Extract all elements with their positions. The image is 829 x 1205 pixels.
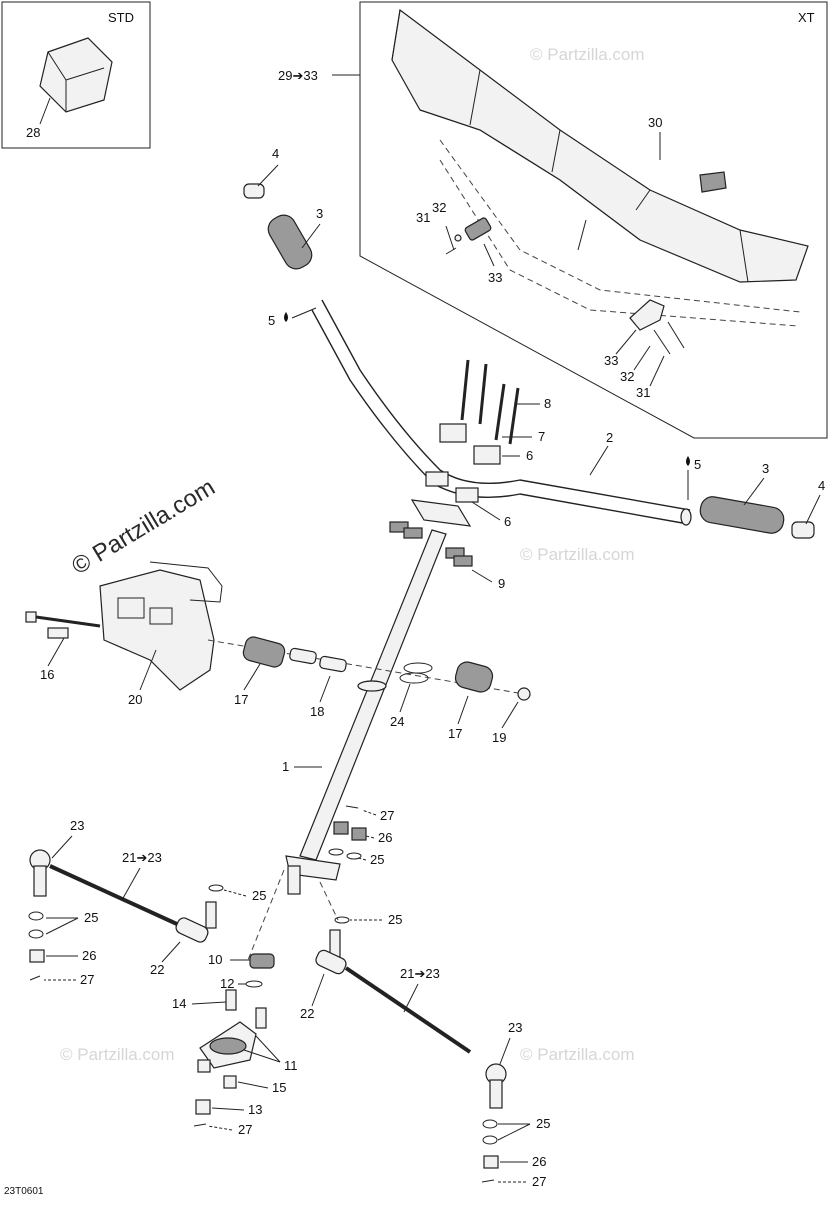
callout-14: 14 [172, 996, 186, 1011]
steering-column: 1 [282, 529, 447, 895]
lower-bearing-assembly: 10 12 14 11 15 13 27 [172, 869, 298, 1137]
left-grip-assembly: 4 3 5 [243, 146, 323, 328]
callout-18: 18 [310, 704, 324, 719]
tie-rod-left: 23 21➔23 25 25 26 27 22 [28, 818, 266, 987]
xt-spacer [445, 217, 492, 255]
callout-25: 25 [252, 888, 266, 903]
callout-1: 1 [282, 759, 289, 774]
callout-27: 27 [380, 808, 394, 823]
callout-26: 26 [82, 948, 96, 963]
callout-32: 32 [620, 369, 634, 384]
callout-28: 28 [26, 125, 40, 140]
watermark-faint: © Partzilla.com [60, 1045, 175, 1064]
callout-11: 11 [284, 1058, 298, 1073]
callout-25: 25 [370, 852, 384, 867]
callout-23: 23 [508, 1020, 522, 1035]
pivot-assembly: 17 18 24 17 19 [207, 636, 531, 745]
callout-25: 25 [388, 912, 402, 927]
handlebar-clamp-assembly: 8 7 6 6 9 [389, 359, 551, 591]
end-cap-right [791, 521, 815, 539]
callout-3: 3 [762, 461, 769, 476]
handlebar: 2 [311, 299, 692, 526]
callout-2: 2 [606, 430, 613, 445]
column-hardware: 27 26 25 [328, 805, 394, 867]
xt-label: XT [798, 10, 815, 25]
callout-32: 32 [432, 200, 446, 215]
callout-3: 3 [316, 206, 323, 221]
callout-23: 23 [70, 818, 84, 833]
callout-22: 22 [300, 1006, 314, 1021]
callout-22: 22 [150, 962, 164, 977]
callout-16: 16 [40, 667, 54, 682]
callout-17: 17 [448, 726, 462, 741]
callout-33: 33 [488, 270, 502, 285]
xt-inset: XT 29➔33 30 32 31 33 33 [278, 1, 828, 439]
callout-12: 12 [220, 976, 234, 991]
callout-6: 6 [504, 514, 511, 529]
callout-21-23: 21➔23 [122, 850, 162, 865]
callout-24: 24 [390, 714, 404, 729]
callout-27: 27 [80, 972, 94, 987]
callout-29-33: 29➔33 [278, 68, 318, 83]
xt-clamp [629, 299, 685, 355]
callout-26: 26 [532, 1154, 546, 1169]
watermark-main: © Partzilla.com [67, 474, 220, 580]
callout-21-23: 21➔23 [400, 966, 440, 981]
callout-19: 19 [492, 730, 506, 745]
callout-5: 5 [268, 313, 275, 328]
clamp-plate [410, 499, 472, 527]
support-bracket: 20 [99, 561, 223, 707]
tie-rod-right: 25 21➔23 22 23 25 26 27 [300, 881, 550, 1189]
handlebar-pad-std [39, 37, 113, 113]
callout-17: 17 [234, 692, 248, 707]
right-grip-assembly: 3 4 5 [686, 456, 825, 539]
watermark-faint: © Partzilla.com [520, 545, 635, 564]
bolt-16: 16 [25, 611, 101, 682]
callout-5: 5 [694, 457, 701, 472]
callout-8: 8 [544, 396, 551, 411]
callout-20: 20 [128, 692, 142, 707]
grip-left [267, 214, 313, 270]
callout-26: 26 [378, 830, 392, 845]
callout-31: 31 [416, 210, 430, 225]
callout-33: 33 [604, 353, 618, 368]
handlebar-pad-xt [391, 8, 809, 283]
std-inset: STD 28 [1, 1, 151, 149]
end-cap-left [243, 183, 265, 199]
watermark-faint: © Partzilla.com [530, 45, 645, 64]
callout-15: 15 [272, 1080, 286, 1095]
callout-13: 13 [248, 1102, 262, 1117]
callout-27: 27 [532, 1174, 546, 1189]
callout-10: 10 [208, 952, 222, 967]
grip-right [699, 496, 785, 534]
callout-25: 25 [84, 910, 98, 925]
callout-4: 4 [818, 478, 825, 493]
callout-4: 4 [272, 146, 279, 161]
callout-27: 27 [238, 1122, 252, 1137]
callout-7: 7 [538, 429, 545, 444]
std-label: STD [108, 10, 134, 25]
callout-30: 30 [648, 115, 662, 130]
watermark-faint: © Partzilla.com [520, 1045, 635, 1064]
callout-25: 25 [536, 1116, 550, 1131]
grease-drop-icon [284, 312, 288, 322]
callout-31: 31 [636, 385, 650, 400]
diagram-code: 23T0601 [4, 1186, 44, 1197]
grease-drop-icon [686, 456, 690, 466]
callout-6: 6 [526, 448, 533, 463]
callout-9: 9 [498, 576, 505, 591]
